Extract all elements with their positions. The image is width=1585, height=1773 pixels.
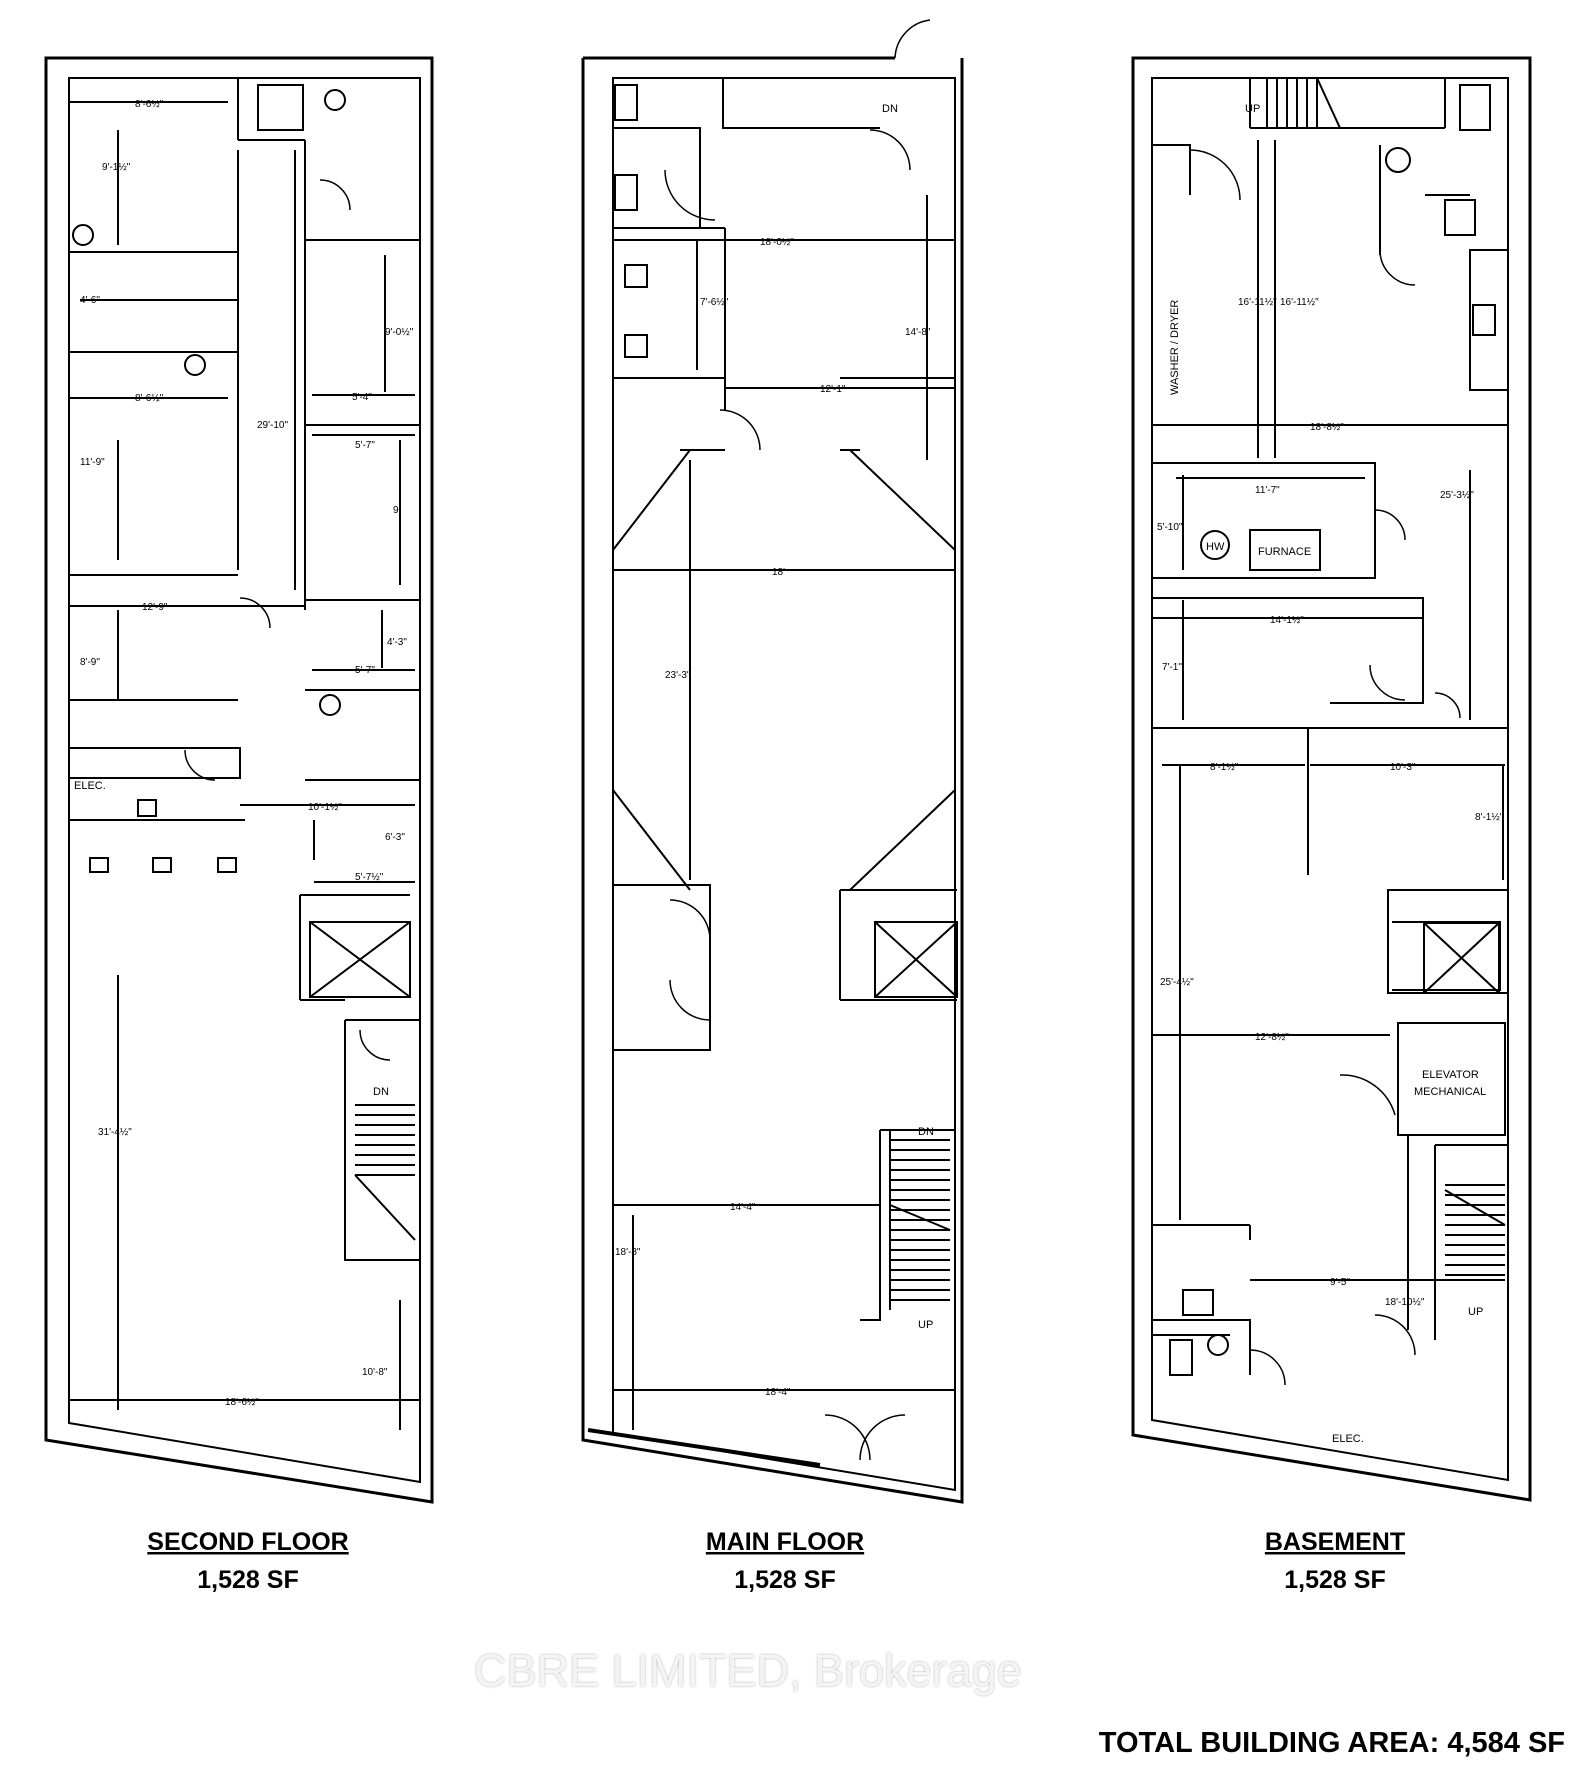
floor-title: MAIN FLOOR [706,1528,864,1556]
floor-title: SECOND FLOOR [147,1528,348,1556]
dim-text: 14'-8" [905,327,931,338]
dim-text: 5'-4" [352,392,372,403]
second-floor-plan [44,56,434,1504]
equipment-label: HW [1206,541,1225,553]
dim-text: 10'-1½" [308,802,342,813]
dim-text: 14'-4" [730,1202,756,1213]
stair-label: DN [918,1126,934,1138]
dim-text: 25'-3½" [1440,490,1474,501]
dim-text: 9'-1½" [102,162,131,173]
stair-label: UP [1468,1306,1483,1318]
watermark: CBRE LIMITED, Brokerage [474,1645,1022,1696]
dim-text: 8'-6½" [135,393,164,404]
dim-text: 18'-8" [615,1247,641,1258]
main-floor-plan [581,19,964,1504]
total-area-value: 4,584 SF [1447,1727,1565,1759]
room-label: ELEC. [1332,1433,1364,1445]
dim-text: 5'-7½" [355,872,384,883]
dim-text: 18'-8½" [1310,422,1344,433]
dim-text: 9'-5" [1330,1277,1350,1288]
stair-label: DN [882,103,898,115]
dim-text: 6'-3" [385,832,405,843]
dim-text: 4'-3" [387,637,407,648]
stair-label: UP [1245,103,1260,115]
room-label: MECHANICAL [1414,1086,1486,1098]
dim-text: 12'-1" [820,384,846,395]
dim-text: 25'-4½" [1160,977,1194,988]
dim-text: 10'-3" [1390,762,1416,773]
dim-text: 14'-1½" [1270,615,1304,626]
dim-text: 31'-4½" [98,1127,132,1138]
dim-text: 18' [772,567,785,578]
dim-text: 18'-6½" [225,1397,259,1408]
floor-title: BASEMENT [1265,1528,1405,1556]
dim-text: 18'-4" [765,1387,791,1398]
dim-text: 8'-9" [80,657,100,668]
dim-text: 23'-3" [665,670,691,681]
dim-text: 16'-11½" [1238,297,1277,308]
dim-text: 5'-10" [1157,522,1183,533]
dim-text: 7'-6½" [700,297,729,308]
dim-text: 5'-7" [355,665,375,676]
room-label: ELEVATOR [1422,1069,1479,1081]
dim-text: 8'-1½" [1475,812,1504,823]
floor-area: 1,528 SF [197,1566,298,1594]
stair-label: DN [373,1086,389,1098]
dim-text: 8'-1½" [1210,762,1239,773]
floor-area: 1,528 SF [734,1566,835,1594]
dim-text: 12'-9" [142,602,168,613]
dim-text: 8'-6½" [135,99,164,110]
dim-text: 9'-0½" [385,327,414,338]
stair-label: UP [918,1319,933,1331]
dim-text: 12'-8½" [1255,1032,1289,1043]
dim-text: 9' [393,505,401,516]
equipment-label: FURNACE [1258,546,1311,558]
dim-text: 29'-10" [257,420,288,431]
basement-plan [1131,56,1532,1502]
dim-text: 11'-7" [1255,485,1280,496]
total-building-area: TOTAL BUILDING AREA: 4,584 SF [1099,1727,1565,1760]
dim-text: 10'-8" [362,1367,388,1378]
dim-text: 18'-10½" [1385,1297,1425,1308]
floor-area: 1,528 SF [1284,1566,1385,1594]
total-area-label: TOTAL BUILDING AREA: [1098,1727,1440,1759]
room-label: ELEC. [74,780,106,792]
dim-text: 7'-1" [1162,662,1182,673]
dim-text: 4'-6" [80,295,100,306]
dim-text: 16'-11½" [1280,297,1319,308]
room-label: WASHER / DRYER [1169,300,1181,395]
dim-text: 5'-7" [355,440,375,451]
dim-text: 11'-9" [80,457,105,468]
dim-text: 18'-0½" [760,237,794,248]
